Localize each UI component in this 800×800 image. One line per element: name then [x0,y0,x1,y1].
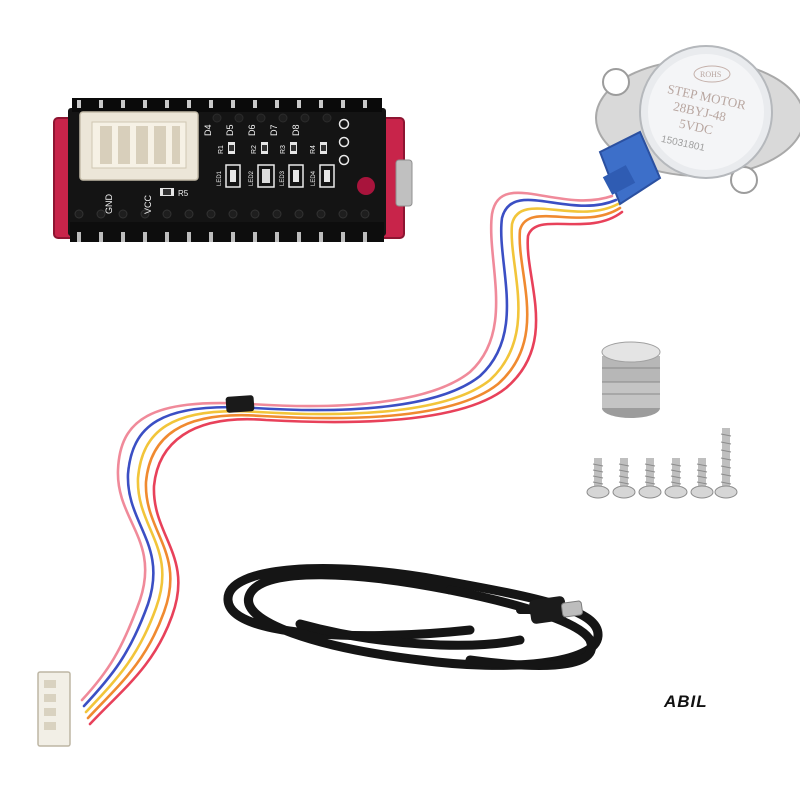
driver-board: GND VCC D4 D5 D6 D7 D8 R1 R2 R3 R4 R5 LE… [53,98,413,242]
screw-icon-long [714,428,738,499]
led-1 [225,164,241,188]
silk-d6: D6 [247,124,257,136]
header-pins-bottom [77,232,367,242]
motor-wire-connector [37,671,71,747]
screw-icon [664,458,688,499]
led-3 [288,164,304,188]
screw-icon [612,458,636,499]
silk-r2: R2 [251,145,258,154]
resistor-r4 [320,142,327,154]
resistor-r1 [228,142,235,154]
resistor-r5 [160,188,174,196]
board-usb-port [395,159,413,207]
usb-c-cable-icon [223,564,603,671]
screw-icon [638,458,662,499]
silk-d4: D4 [203,124,213,136]
resistor-r3 [290,142,297,154]
magnet-stack-icon [601,341,661,418]
motor-connector-socket [79,111,199,181]
silk-r3: R3 [280,145,287,154]
silk-gnd: GND [104,194,114,215]
motor-rohs-mark: ROHS [700,70,721,79]
stepper-motor-icon: ROHS STEP MOTOR 28BYJ-48 5VDC 15031801 [595,45,800,206]
mounting-hole [357,177,375,195]
silk-r4: R4 [310,145,317,154]
silk-r1: R1 [218,145,225,154]
silk-d8: D8 [291,124,301,136]
resistor-r2 [261,142,268,154]
usb-c-plug [529,596,583,624]
silk-led1: LED1 [217,170,223,186]
silk-led4: LED4 [311,170,317,186]
silk-r5: R5 [178,189,189,198]
led-2 [257,164,275,188]
silk-d7: D7 [269,124,279,136]
screw-set [586,428,738,499]
motor-label-line3: 5VDC [678,116,714,138]
header-pins-top [72,98,382,112]
screw-icon [586,458,610,499]
silk-led3: LED3 [280,170,286,186]
screw-icon [690,458,714,499]
led-4 [319,164,335,188]
silk-vcc: VCC [143,194,153,214]
silk-d5: D5 [225,124,235,136]
motor-wire-bundle [80,191,624,726]
silk-led2: LED2 [249,170,255,186]
watermark-logo: ABIL [664,692,708,711]
